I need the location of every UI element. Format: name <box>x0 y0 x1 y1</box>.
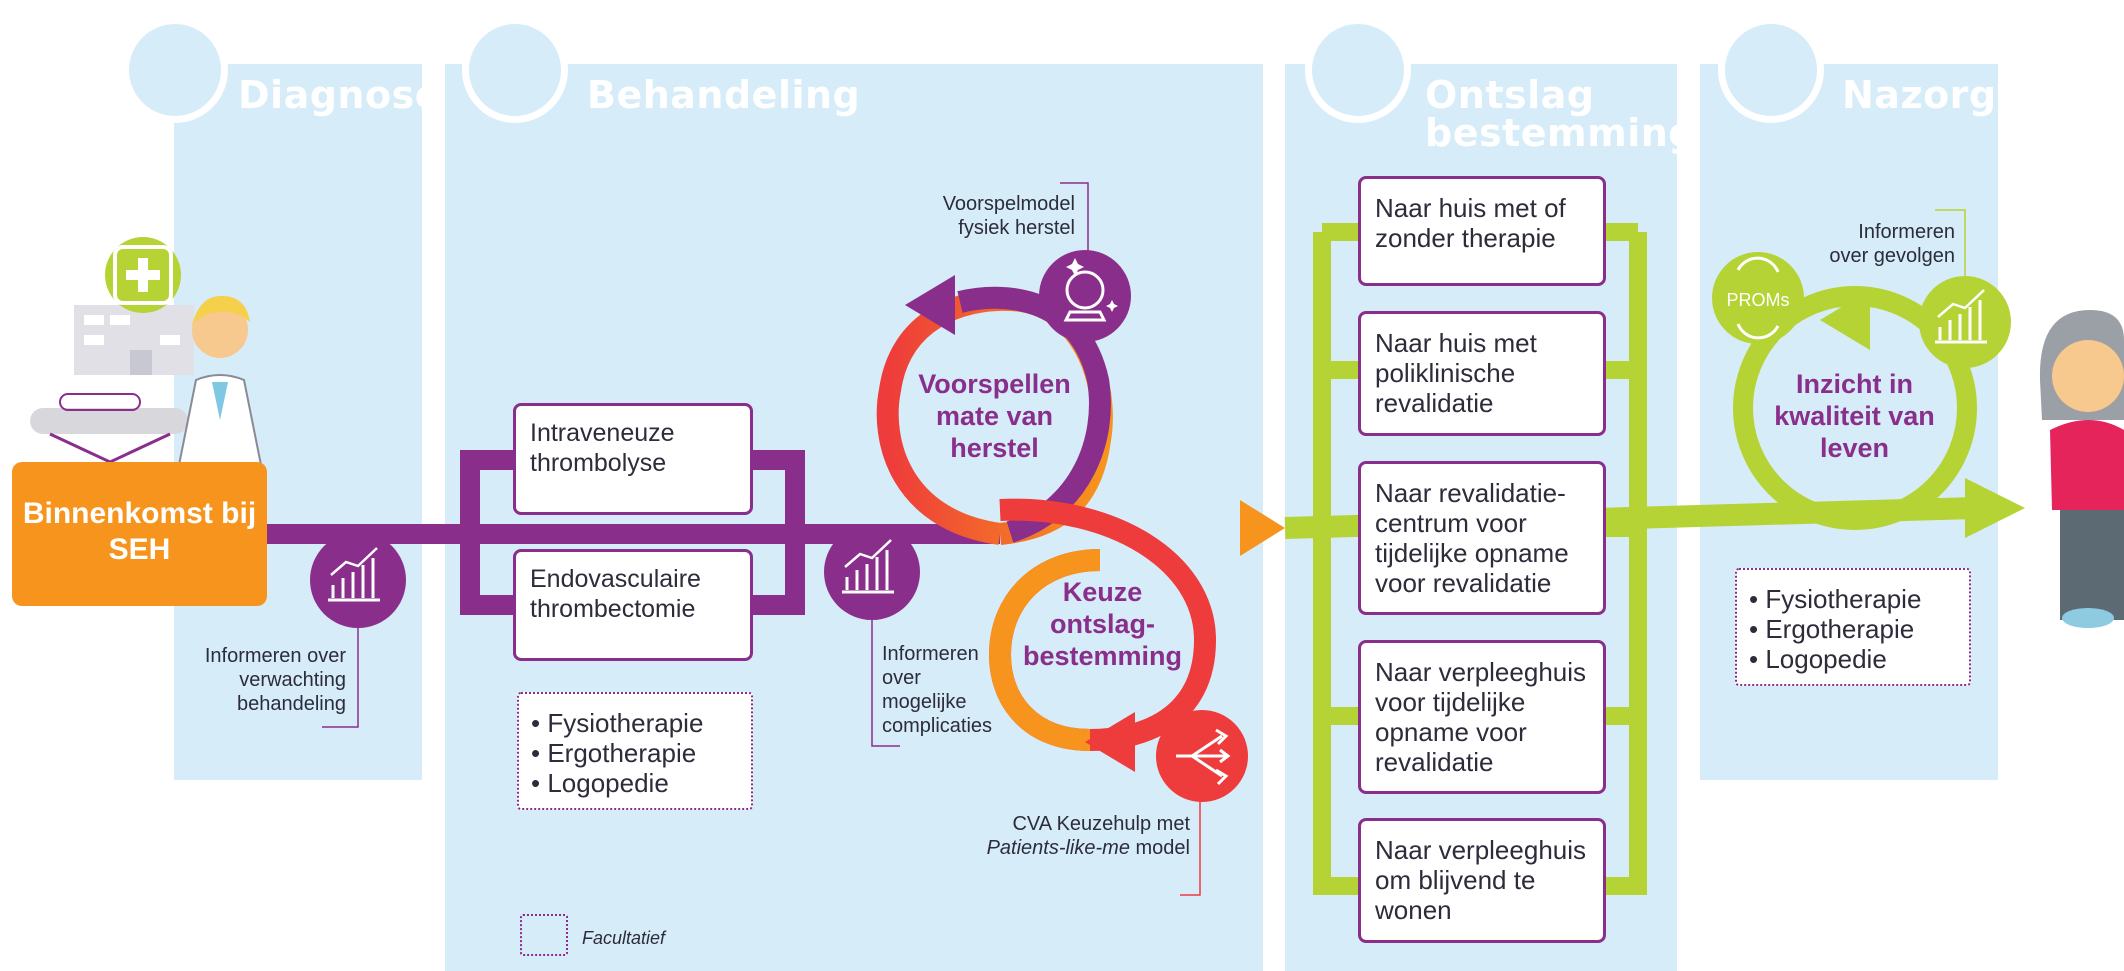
crystal-ball-icon <box>1039 250 1131 342</box>
treatment-ivt: Intraveneuze thrombolyse <box>513 403 753 515</box>
chart-icon-1 <box>310 532 406 628</box>
connector-verwachting <box>322 620 359 728</box>
hospital-illustration <box>74 237 194 375</box>
label-keuzehulp: CVA Keuzehulp met Patients-like-me model <box>986 813 1190 859</box>
treatment-bracket <box>460 450 805 615</box>
therapy-item: • Logopedie <box>531 768 669 798</box>
destination-bracket-left <box>1313 223 1360 895</box>
start-box-seh: Binnenkomst bij SEH <box>12 462 267 606</box>
therapy-item: • Logopedie <box>1749 644 1887 674</box>
behandeling-icon-circle <box>462 17 568 123</box>
legend-facultatief-label: Facultatief <box>582 928 666 948</box>
phase-title-diagnose: Diagnose <box>238 73 441 117</box>
proms-icon <box>1712 252 1804 344</box>
green-arrow-head <box>1965 478 2025 538</box>
voorspellen-arrow <box>905 275 955 335</box>
chart-icon-green <box>1919 276 2011 368</box>
connector-keuzehulp <box>1180 790 1201 896</box>
label-complicaties: Informeren over mogelijke complicaties <box>882 643 993 737</box>
therapy-item: • Fysiotherapie <box>531 708 704 738</box>
label-verwachting: Informeren over verwachting behandeling <box>204 645 346 715</box>
connector-voorspelmodel <box>1060 182 1089 255</box>
loop-voorspellen: Voorspellen mate van herstel <box>918 369 1071 463</box>
label-voorspelmodel: Voorspelmodel fysiek herstel <box>942 193 1075 239</box>
proms-label: PROMs <box>1726 290 1790 310</box>
ontslag-icon-circle <box>1305 17 1411 123</box>
destination-1: Naar huis met of zonder therapie <box>1358 176 1606 286</box>
destination-bracket-right <box>1600 223 1647 895</box>
inzicht-arrow <box>1820 290 1870 350</box>
patient-illustration <box>2039 310 2124 628</box>
destination-5: Naar verpleeghuis om blijvend te wonen <box>1358 818 1606 943</box>
phase-title-nazorg: Nazorg <box>1842 73 1997 117</box>
phase-title-ontslag: Ontslag bestemming <box>1425 73 1696 155</box>
legend-facultatief-swatch <box>520 914 568 956</box>
connector-complicaties <box>871 620 900 747</box>
voorspellen-arc-purple <box>957 286 1111 543</box>
loop-inzicht: Inzicht in kwaliteit van leven <box>1774 369 1935 463</box>
keuze-arrow <box>1085 712 1135 772</box>
therapy-item: • Ergotherapie <box>531 738 697 768</box>
orange-arrow-head <box>1240 500 1285 556</box>
destination-4: Naar verpleeghuis voor tijdelijke opname… <box>1358 640 1606 794</box>
phase-title-behandeling: Behandeling <box>587 73 861 117</box>
split-arrows-icon <box>1156 710 1248 802</box>
therapy-item: • Fysiotherapie <box>1749 584 1922 614</box>
diagnose-icon-circle <box>122 17 228 123</box>
treatment-evt: Endovasculaire thrombectomie <box>513 549 753 661</box>
label-gevolgen: Informeren over gevolgen <box>1829 221 1955 267</box>
connector-gevolgen <box>1935 209 1966 290</box>
destination-2: Naar huis met poliklinische revalidatie <box>1358 311 1606 436</box>
chart-icon-2 <box>824 524 920 620</box>
loop-keuze: Keuze ontslag-bestemming <box>1022 577 1183 671</box>
therapy-item: • Ergotherapie <box>1749 614 1915 644</box>
therapy-box-nazorg: • Fysiotherapie • Ergotherapie • Logoped… <box>1735 568 1971 686</box>
nazorg-icon-circle <box>1718 17 1824 123</box>
therapy-box-behandeling: • Fysiotherapie • Ergotherapie • Logoped… <box>517 692 753 810</box>
destination-3: Naar revalidatie-centrum voor tijdelijke… <box>1358 461 1606 615</box>
inzicht-loop <box>1733 286 1977 530</box>
keuze-arc-orange <box>988 549 1101 751</box>
